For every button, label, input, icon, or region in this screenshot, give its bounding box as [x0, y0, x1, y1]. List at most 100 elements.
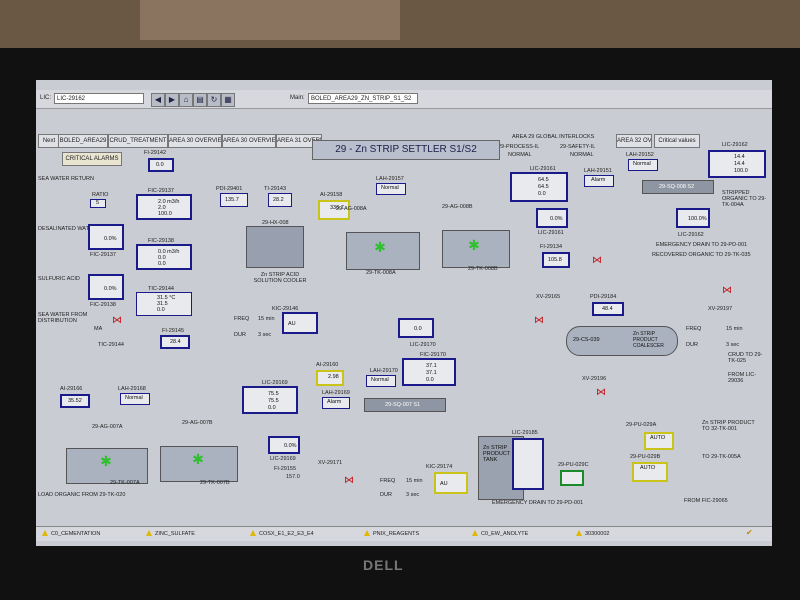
acknowledge-icon[interactable]: ✔	[746, 528, 753, 537]
ti-29143-value[interactable]: 28.2	[268, 193, 292, 207]
xv-29196-icon[interactable]: ⋈	[596, 387, 606, 398]
pu-029b-label: 29-PU-029B	[630, 454, 661, 460]
tic-29144-tag: TIC-29144	[98, 342, 124, 348]
tab-area30-overview2[interactable]: AREA 30 OVERVIEW 2	[222, 134, 276, 148]
pu-029c-label: 29-PU-029C	[558, 462, 589, 468]
lic-29162-faceplate[interactable]: 100.0%	[676, 208, 710, 228]
forward-icon[interactable]: ▶	[165, 93, 179, 107]
fic-29137-values[interactable]: 2.0 m3/h 2.0 100.0	[136, 194, 192, 220]
ai-29158-value[interactable]: 336.7	[318, 200, 350, 220]
lic-29170-faceplate[interactable]: 0.0	[398, 318, 434, 338]
lic-select[interactable]: LIC-29162	[54, 93, 144, 104]
refresh-icon[interactable]: ↻	[207, 93, 221, 107]
tab-area30-overview1[interactable]: AREA 30 OVERVIEW 1	[168, 134, 222, 148]
fic-29138-values[interactable]: 0.0 m3/h 0.0 0.0	[136, 244, 192, 270]
home-icon[interactable]: ⌂	[179, 93, 193, 107]
recovered-organic-label: RECOVERED ORGANIC TO 29-TK-035	[652, 252, 751, 258]
status-item-ew-anolyte[interactable]: C0_EW_ANOLYTE	[472, 530, 528, 537]
lic-29162-values[interactable]: 14.4 14.4 100.0	[708, 150, 766, 178]
ag-008b-label: 29-AG-008B	[442, 204, 473, 210]
lic-29185-level[interactable]	[512, 438, 544, 490]
lic-29161-label: LIC-29161	[530, 166, 556, 172]
freq2-value: 15 min	[726, 326, 743, 332]
xv-29165-icon[interactable]: ⋈	[534, 315, 544, 326]
kic-29174-faceplate[interactable]: AU	[434, 472, 468, 494]
pdi-29401-value[interactable]: 135.7	[220, 193, 248, 207]
fic-29137-faceplate[interactable]: 0.0%	[88, 224, 124, 250]
desk-object	[140, 0, 400, 40]
tab-boled-area29[interactable]: BOLED_AREA29	[58, 134, 108, 148]
valve-29197-icon[interactable]: ⋈	[722, 285, 732, 296]
fic-29137-label: FIC-29137	[148, 188, 174, 194]
fic-29170-values[interactable]: 37.1 37.1 0.0	[402, 358, 456, 386]
tab-area32-overview[interactable]: AREA 32 OVERVIEW	[616, 134, 652, 148]
status-item-cementation[interactable]: C0_CEMENTATION	[42, 530, 100, 537]
settler-tank-008a[interactable]	[346, 232, 420, 270]
heat-exchanger[interactable]	[246, 226, 304, 268]
tk-008b-label: 29-TK-008B	[468, 266, 498, 272]
interlocks-title: AREA 29 GLOBAL INTERLOCKS	[512, 134, 595, 140]
freq3-label: FREQ	[380, 478, 396, 484]
navigation-row: Next BOLED_AREA29 CRUD_TREATMENT AREA 30…	[36, 110, 772, 166]
back-icon[interactable]: ◀	[151, 93, 165, 107]
lic-29169-values[interactable]: 75.5 75.5 0.0	[242, 386, 298, 414]
ai-29160-value[interactable]: 2.98	[316, 370, 344, 386]
lah-29151-status[interactable]: Alarm	[584, 175, 614, 187]
agitator-008a-icon[interactable]: ✱	[374, 239, 386, 255]
sq-008-s2[interactable]: 29-SQ-008 S2	[642, 180, 714, 194]
tab-crud-treatment[interactable]: CRUD_TREATMENT	[108, 134, 168, 148]
main-select[interactable]: BOLED_AREA29_ZN_STRIP_S1_S2	[308, 93, 418, 104]
lic-29161-tag: LIC-29161	[538, 230, 564, 236]
warning-icon	[472, 530, 478, 536]
status-item-zinc-sulfate[interactable]: ZINC_SULFATE	[146, 530, 195, 537]
critical-alarms-button[interactable]: CRITICAL ALARMS	[62, 152, 122, 166]
lah-29152-label: LAH-29152	[626, 152, 654, 158]
mixer-tank-007a[interactable]	[66, 448, 148, 484]
agitator-008b-icon[interactable]: ✱	[468, 237, 480, 253]
critical-values-button[interactable]: Critical values	[654, 134, 700, 148]
mixer-tank-007b[interactable]	[160, 446, 238, 482]
lah-29170-status[interactable]: Normal	[366, 375, 396, 387]
lah-29152-status[interactable]: Normal	[628, 159, 658, 171]
lic-29161-faceplate[interactable]: 0.0%	[536, 208, 568, 228]
lic-29170-tag: LIC-29170	[410, 342, 436, 348]
main-label: Main:	[290, 95, 305, 101]
agitator-007a-icon[interactable]: ✱	[100, 453, 112, 469]
fi-29134-value[interactable]: 105.8	[542, 252, 570, 268]
ai-29166-value[interactable]: 35.52	[60, 394, 90, 408]
lah-29157-status[interactable]: Normal	[376, 183, 406, 195]
print-icon[interactable]: ▤	[193, 93, 207, 107]
grid-icon[interactable]: ▦	[221, 93, 235, 107]
status-item-pnix[interactable]: PNIX_REAGENTS	[364, 530, 419, 537]
pu-029b-pump[interactable]: AUTO	[632, 462, 668, 482]
lic-29169-faceplate[interactable]: 0.0%	[268, 436, 300, 454]
tic-29144-valve-icon[interactable]: ⋈	[112, 315, 122, 326]
ai-29160-label: AI-29160	[316, 362, 339, 368]
sq-007-s1[interactable]: 29-SQ-007 S1	[364, 398, 446, 412]
to-tk-label: TO 29-TK-005A	[702, 454, 741, 460]
product-coalescer[interactable]: 29-CS-039 Zn STRIP PRODUCT COALESCER	[566, 326, 678, 356]
status-item-30300002[interactable]: 30300002	[576, 530, 609, 537]
fic-29138-faceplate[interactable]: 0.0%	[88, 274, 124, 300]
agitator-007b-icon[interactable]: ✱	[192, 451, 204, 467]
settler-tank-008b[interactable]	[442, 230, 510, 268]
fi-29145-value[interactable]: 28.4	[160, 335, 190, 349]
dur2-label: DUR	[686, 342, 698, 348]
pu-029a-pump[interactable]: AUTO	[644, 432, 674, 450]
ratio-value[interactable]: 5	[90, 199, 106, 208]
status-item-cosx[interactable]: COSX_E1_E2_E3_E4	[250, 530, 314, 537]
lah-29169-status[interactable]: Alarm	[322, 397, 350, 409]
tic-29144-values[interactable]: 31.5 °C 31.5 0.0	[136, 292, 192, 316]
pu-029c-pump[interactable]	[560, 470, 584, 486]
fi-29142-value[interactable]: 0.0	[148, 158, 174, 172]
valve-29163-icon[interactable]: ⋈	[592, 255, 602, 266]
desalinated-water-label: DESALINATED WATER	[38, 226, 97, 232]
lah-29168-status[interactable]: Normal	[120, 393, 150, 405]
next-button[interactable]: Next	[38, 134, 60, 148]
pdi-29184-value[interactable]: 48.4	[592, 302, 624, 316]
xv-29165-label: XV-29165	[536, 294, 561, 300]
pdi-29401-label: PDI-29401	[216, 186, 243, 192]
xv-29171-icon[interactable]: ⋈	[344, 475, 354, 486]
kic-29146-faceplate[interactable]: AU	[282, 312, 318, 334]
lic-29161-values[interactable]: 64.5 64.5 0.0	[510, 172, 568, 202]
